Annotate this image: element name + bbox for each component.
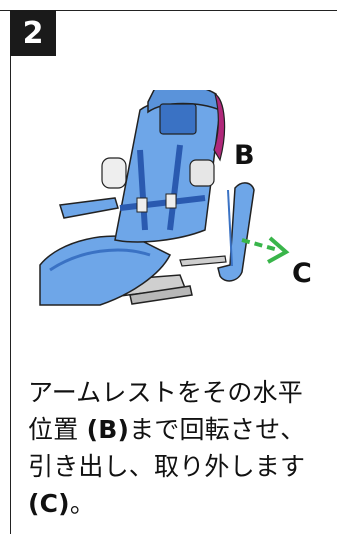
step-number-badge: 2	[10, 10, 56, 56]
top-rule	[0, 10, 337, 11]
instruction-ref-c: (C)	[28, 489, 70, 518]
label-c: C	[292, 258, 312, 289]
harness-straps	[119, 144, 206, 231]
instruction-part3: 。	[69, 489, 96, 518]
removal-arrow	[241, 236, 290, 264]
label-b: B	[234, 140, 255, 171]
left-rule	[10, 10, 11, 534]
instruction-part1: アームレストをその水平位置	[28, 378, 303, 444]
seat-cushion	[39, 235, 172, 306]
left-armrest	[59, 197, 119, 219]
wheelchair-illustration: B C	[39, 90, 312, 306]
instruction-ref-b: (B)	[86, 415, 130, 444]
armrest-b	[217, 182, 255, 282]
instruction-part2: まで回転させ、引き出し、取り外します	[28, 415, 306, 481]
instruction-text: アームレストをその水平位置 (B)まで回転させ、引き出し、取り外します (C)。	[28, 374, 328, 522]
